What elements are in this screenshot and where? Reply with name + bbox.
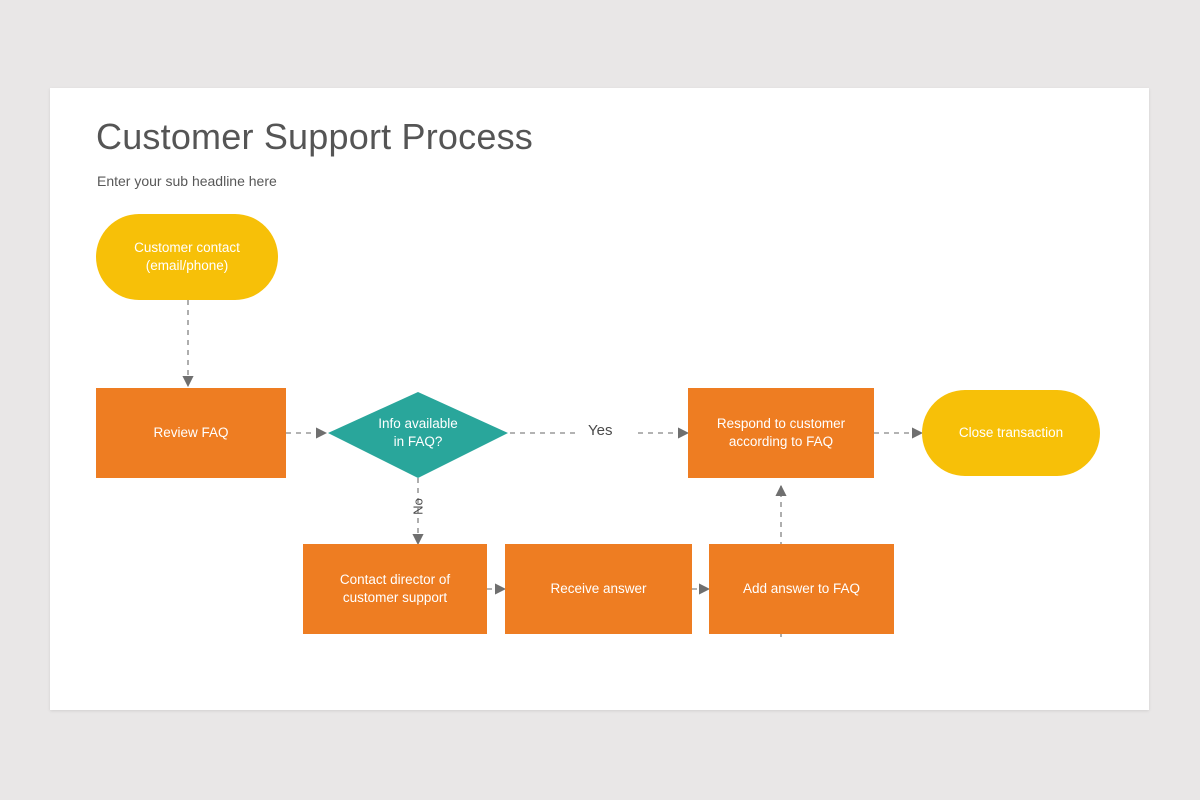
- node-add-answer-faq[interactable]: Add answer to FAQ: [709, 544, 894, 634]
- edge-label-yes: Yes: [588, 422, 613, 439]
- flowchart-diagram: Customer contact (email/phone) Review FA…: [50, 88, 1149, 710]
- node-review-faq[interactable]: Review FAQ: [96, 388, 286, 478]
- node-close-transaction[interactable]: Close transaction: [922, 390, 1100, 476]
- page-title: Customer Support Process: [96, 116, 533, 157]
- node-respond-customer[interactable]: Respond to customer according to FAQ: [688, 388, 874, 478]
- page-subtitle: Enter your sub headline here: [97, 173, 277, 189]
- node-info-available-label: Info available in FAQ?: [378, 416, 458, 449]
- node-contact-director[interactable]: Contact director of customer support: [303, 544, 487, 634]
- edge-label-no: No: [410, 498, 426, 515]
- node-info-available-shape[interactable]: [328, 392, 508, 478]
- slide-card: Customer Support Process Enter your sub …: [50, 88, 1149, 710]
- node-customer-contact[interactable]: Customer contact (email/phone): [96, 214, 278, 300]
- node-receive-answer[interactable]: Receive answer: [505, 544, 692, 634]
